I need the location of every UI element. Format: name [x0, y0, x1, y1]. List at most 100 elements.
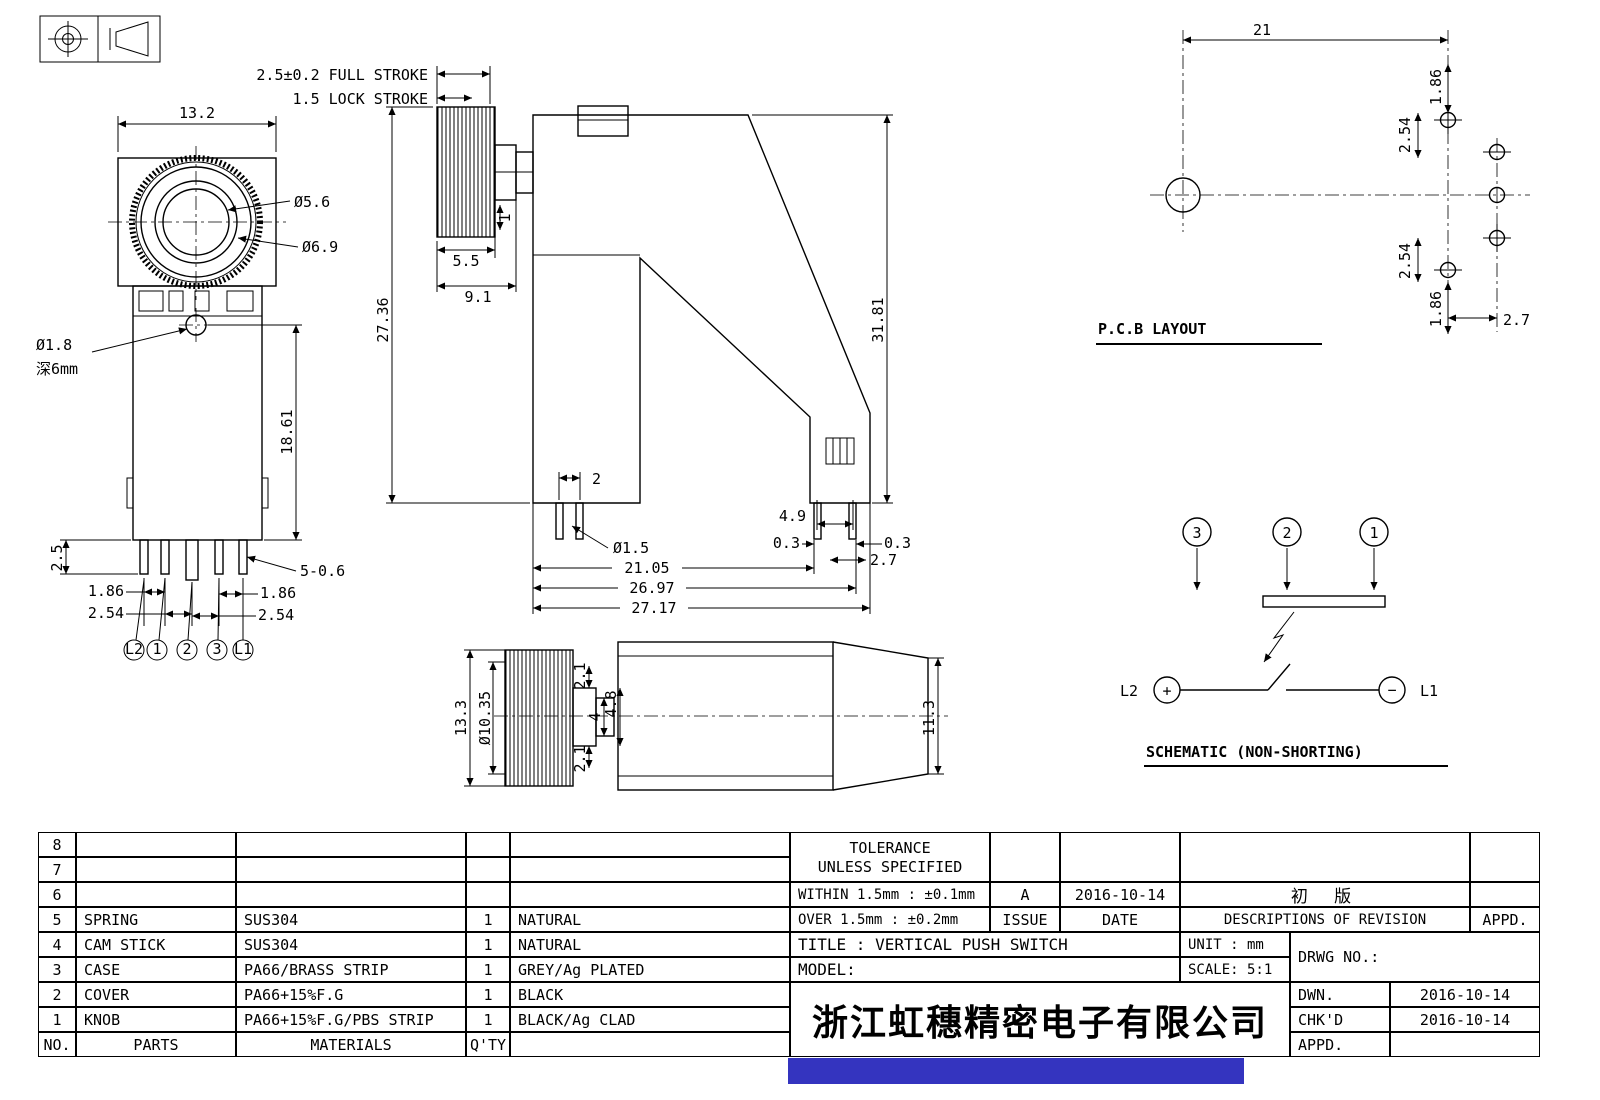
dim-pitch-l2: 2.54	[88, 604, 124, 622]
dim-height-left: 27.36	[374, 297, 392, 342]
pin-label-3: 3	[212, 640, 221, 658]
empty-cell	[1060, 832, 1180, 882]
bom-qty	[466, 832, 510, 857]
bom-header-finish	[510, 1032, 790, 1057]
bom-header-qty: Q'TY	[466, 1032, 510, 1057]
revision-appd	[1470, 882, 1540, 907]
dim-len1: 21.05	[624, 559, 669, 577]
dim-front-width: 13.2	[179, 104, 215, 122]
dim-pin-width: 5-0.6	[300, 562, 345, 580]
model-field: MODEL:	[790, 957, 1180, 982]
dim-pcb-row3: 2.54	[1396, 243, 1414, 279]
bom-part	[76, 882, 236, 907]
tolerance-box: TOLERANCE UNLESS SPECIFIED	[790, 832, 990, 882]
dim-pcb-row2: 1.86	[1427, 69, 1445, 105]
dim-top-body: 11.3	[920, 700, 938, 736]
bom-part	[76, 857, 236, 882]
minus-sign: −	[1387, 681, 1396, 699]
bom-no: 2	[38, 982, 76, 1007]
dwn-label: DWN.	[1290, 982, 1390, 1007]
dim-pcb-row1: 2.54	[1396, 117, 1414, 153]
dim-foot-pitch: 4.9	[779, 507, 806, 525]
scale-field: SCALE: 5:1	[1180, 957, 1290, 982]
dim-offset-right: 0.3	[884, 534, 911, 552]
bom-material: PA66/BRASS STRIP	[236, 957, 466, 982]
bom-qty: 1	[466, 957, 510, 982]
bom-material	[236, 857, 466, 882]
pcb-layout-title: P.C.B LAYOUT	[1098, 320, 1206, 338]
bom-header-no: NO.	[38, 1032, 76, 1057]
dim-hole-depth: 深6mm	[36, 360, 78, 378]
bom-qty: 1	[466, 1007, 510, 1032]
dim-knob-w: 5.5	[452, 252, 479, 270]
chkd-date: 2016-10-14	[1390, 1007, 1540, 1032]
front-view: 13.2 Ø5.6 Ø6.9 Ø1.8 深6mm 18.61 2.5 5-0.6…	[36, 104, 345, 661]
bom-finish	[510, 882, 790, 907]
pin-label-2: 2	[182, 640, 191, 658]
bom-qty	[466, 882, 510, 907]
plus-sign: +	[1162, 682, 1171, 700]
dim-pcb-span: 21	[1253, 21, 1271, 39]
bom-no: 4	[38, 932, 76, 957]
dim-len3: 27.17	[631, 599, 676, 617]
bom-no: 1	[38, 1007, 76, 1032]
dim-step-bottom: 2.1	[571, 745, 589, 772]
bom-part: COVER	[76, 982, 236, 1007]
side-view: 2.5±0.2 FULL STROKE 1.5 LOCK STROKE 1 5.…	[256, 66, 911, 617]
note-lock-stroke: 1.5 LOCK STROKE	[293, 90, 428, 108]
empty-cell	[990, 832, 1060, 882]
terminal-l2: L2	[1120, 682, 1138, 700]
bom-qty: 1	[466, 932, 510, 957]
dim-len2: 26.97	[629, 579, 674, 597]
bom-finish: NATURAL	[510, 907, 790, 932]
revision-date: 2016-10-14	[1060, 882, 1180, 907]
dim-body-height: 18.61	[278, 409, 296, 454]
pin-label-l1: L1	[234, 640, 252, 658]
bom-finish: NATURAL	[510, 932, 790, 957]
bom-no: 8	[38, 832, 76, 857]
dim-pitch-l1: 1.86	[88, 582, 124, 600]
bom-material	[236, 832, 466, 857]
date-label: DATE	[1060, 907, 1180, 932]
bom-part: KNOB	[76, 1007, 236, 1032]
bom-qty: 1	[466, 907, 510, 932]
revision-description: 初 版	[1180, 882, 1470, 907]
bom-header-materials: MATERIALS	[236, 1032, 466, 1057]
appd-label: APPD.	[1470, 907, 1540, 932]
bom-qty: 1	[466, 982, 510, 1007]
bom-material: PA66+15%F.G	[236, 982, 466, 1007]
pcb-layout: 21 2.54 1.86 2.54 1.86 2.7 P.C.B LAYOUT	[1096, 21, 1530, 345]
bom-material: PA66+15%F.G/PBS STRIP	[236, 1007, 466, 1032]
company-name: 浙江虹穗精密电子有限公司	[790, 982, 1290, 1057]
dim-shaft2: 4.8	[602, 690, 620, 717]
tolerance-line1: TOLERANCE	[849, 838, 931, 857]
dim-shaft-w: 9.1	[464, 288, 491, 306]
descriptions-label: DESCRIPTIONS OF REVISION	[1180, 907, 1470, 932]
dim-pin-pitch: 2	[592, 470, 601, 488]
bom-material	[236, 882, 466, 907]
bom-no: 7	[38, 857, 76, 882]
dim-knob-bore: Ø6.9	[302, 238, 338, 256]
tolerance-over: OVER 1.5mm : ±0.2mm	[790, 907, 990, 932]
bom-material: SUS304	[236, 907, 466, 932]
dim-side-1: 1	[496, 213, 514, 222]
empty-cell	[1180, 832, 1470, 882]
tolerance-within: WITHIN 1.5mm : ±0.1mm	[790, 882, 990, 907]
dwn-date: 2016-10-14	[1390, 982, 1540, 1007]
bom-finish: BLACK/Ag CLAD	[510, 1007, 790, 1032]
projection-symbol	[39, 15, 161, 63]
dim-pcb-col: 2.7	[1503, 311, 1530, 329]
empty-cell	[1470, 832, 1540, 882]
unit-field: UNIT : mm	[1180, 932, 1290, 957]
revision-letter: A	[990, 882, 1060, 907]
dim-pin-length: 2.5	[48, 544, 66, 571]
bom-part: CAM STICK	[76, 932, 236, 957]
schematic-pin-1: 1	[1369, 524, 1378, 542]
title-field: TITLE : VERTICAL PUSH SWITCH	[790, 932, 1180, 957]
bom-material: SUS304	[236, 932, 466, 957]
tolerance-line2: UNLESS SPECIFIED	[817, 857, 963, 876]
pin-label-1: 1	[152, 640, 161, 658]
bom-finish	[510, 832, 790, 857]
bom-finish: BLACK	[510, 982, 790, 1007]
